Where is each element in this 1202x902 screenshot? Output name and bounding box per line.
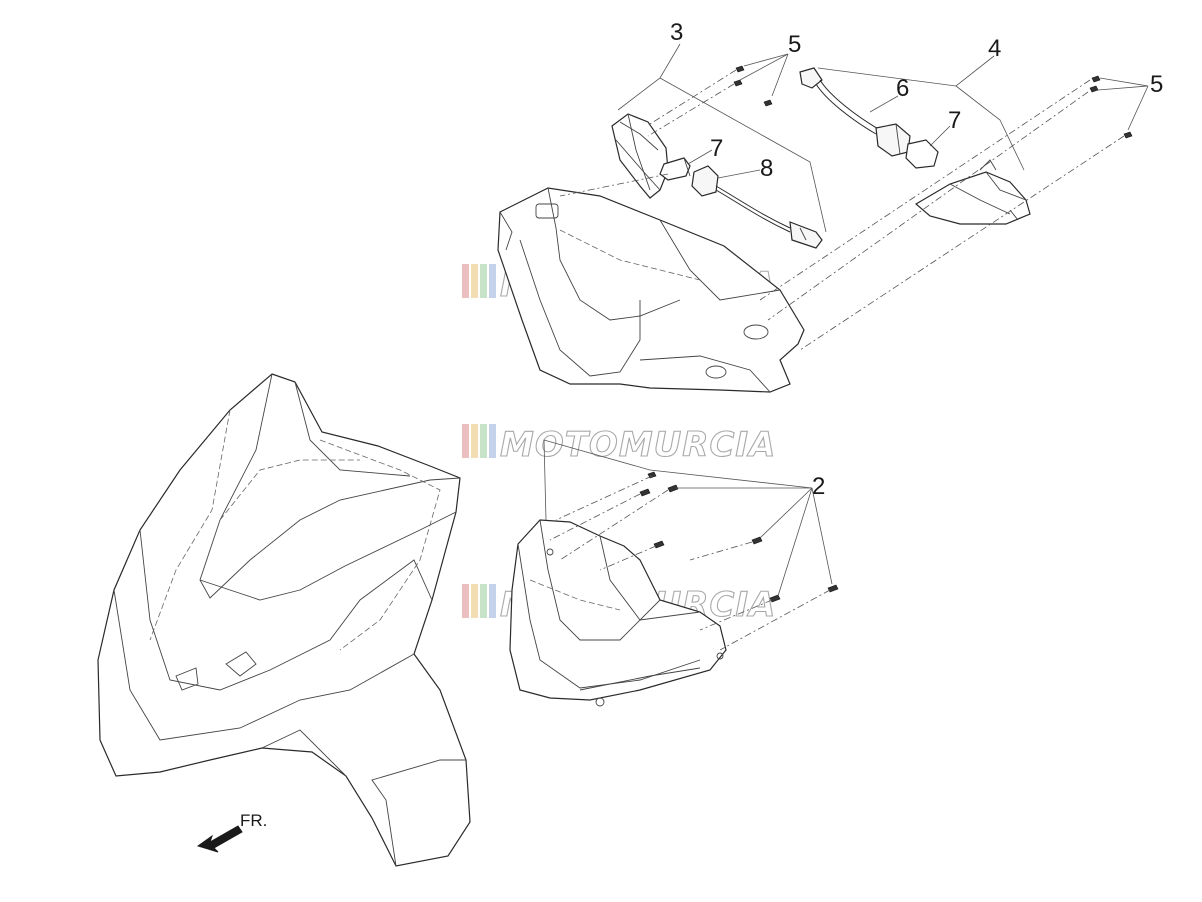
screws-headlight	[639, 471, 839, 603]
left-bulb-socket-harness	[691, 165, 823, 249]
screws-top-left	[733, 65, 773, 107]
callout-8: 8	[760, 155, 773, 182]
watermark-middle: MOTOMURCIA	[462, 424, 776, 466]
right-turn-signal	[914, 159, 1031, 225]
left-turn-signal	[611, 113, 669, 199]
assembly-lines	[549, 69, 1125, 651]
front-shield	[97, 373, 471, 867]
callout-3: 3	[670, 19, 683, 46]
front-direction-arrow: FR.	[196, 811, 267, 853]
callout-7-left: 7	[710, 135, 723, 162]
watermark-text: MOTOMURCIA	[500, 425, 776, 465]
handlebar-front-cover	[497, 187, 805, 393]
bulb-right	[905, 139, 939, 169]
callout-4: 4	[988, 35, 1001, 62]
callout-5-left: 5	[788, 31, 801, 58]
callout-2: 2	[812, 473, 825, 500]
screws-top-right	[1089, 75, 1133, 139]
right-bulb-socket-harness	[799, 67, 911, 157]
headlight-assembly	[509, 519, 727, 707]
leader-lines	[543, 43, 1149, 597]
callout-6: 6	[896, 75, 909, 102]
callout-7-right: 7	[948, 107, 961, 134]
direction-label: FR.	[240, 811, 267, 830]
callout-5-right: 5	[1150, 71, 1163, 98]
